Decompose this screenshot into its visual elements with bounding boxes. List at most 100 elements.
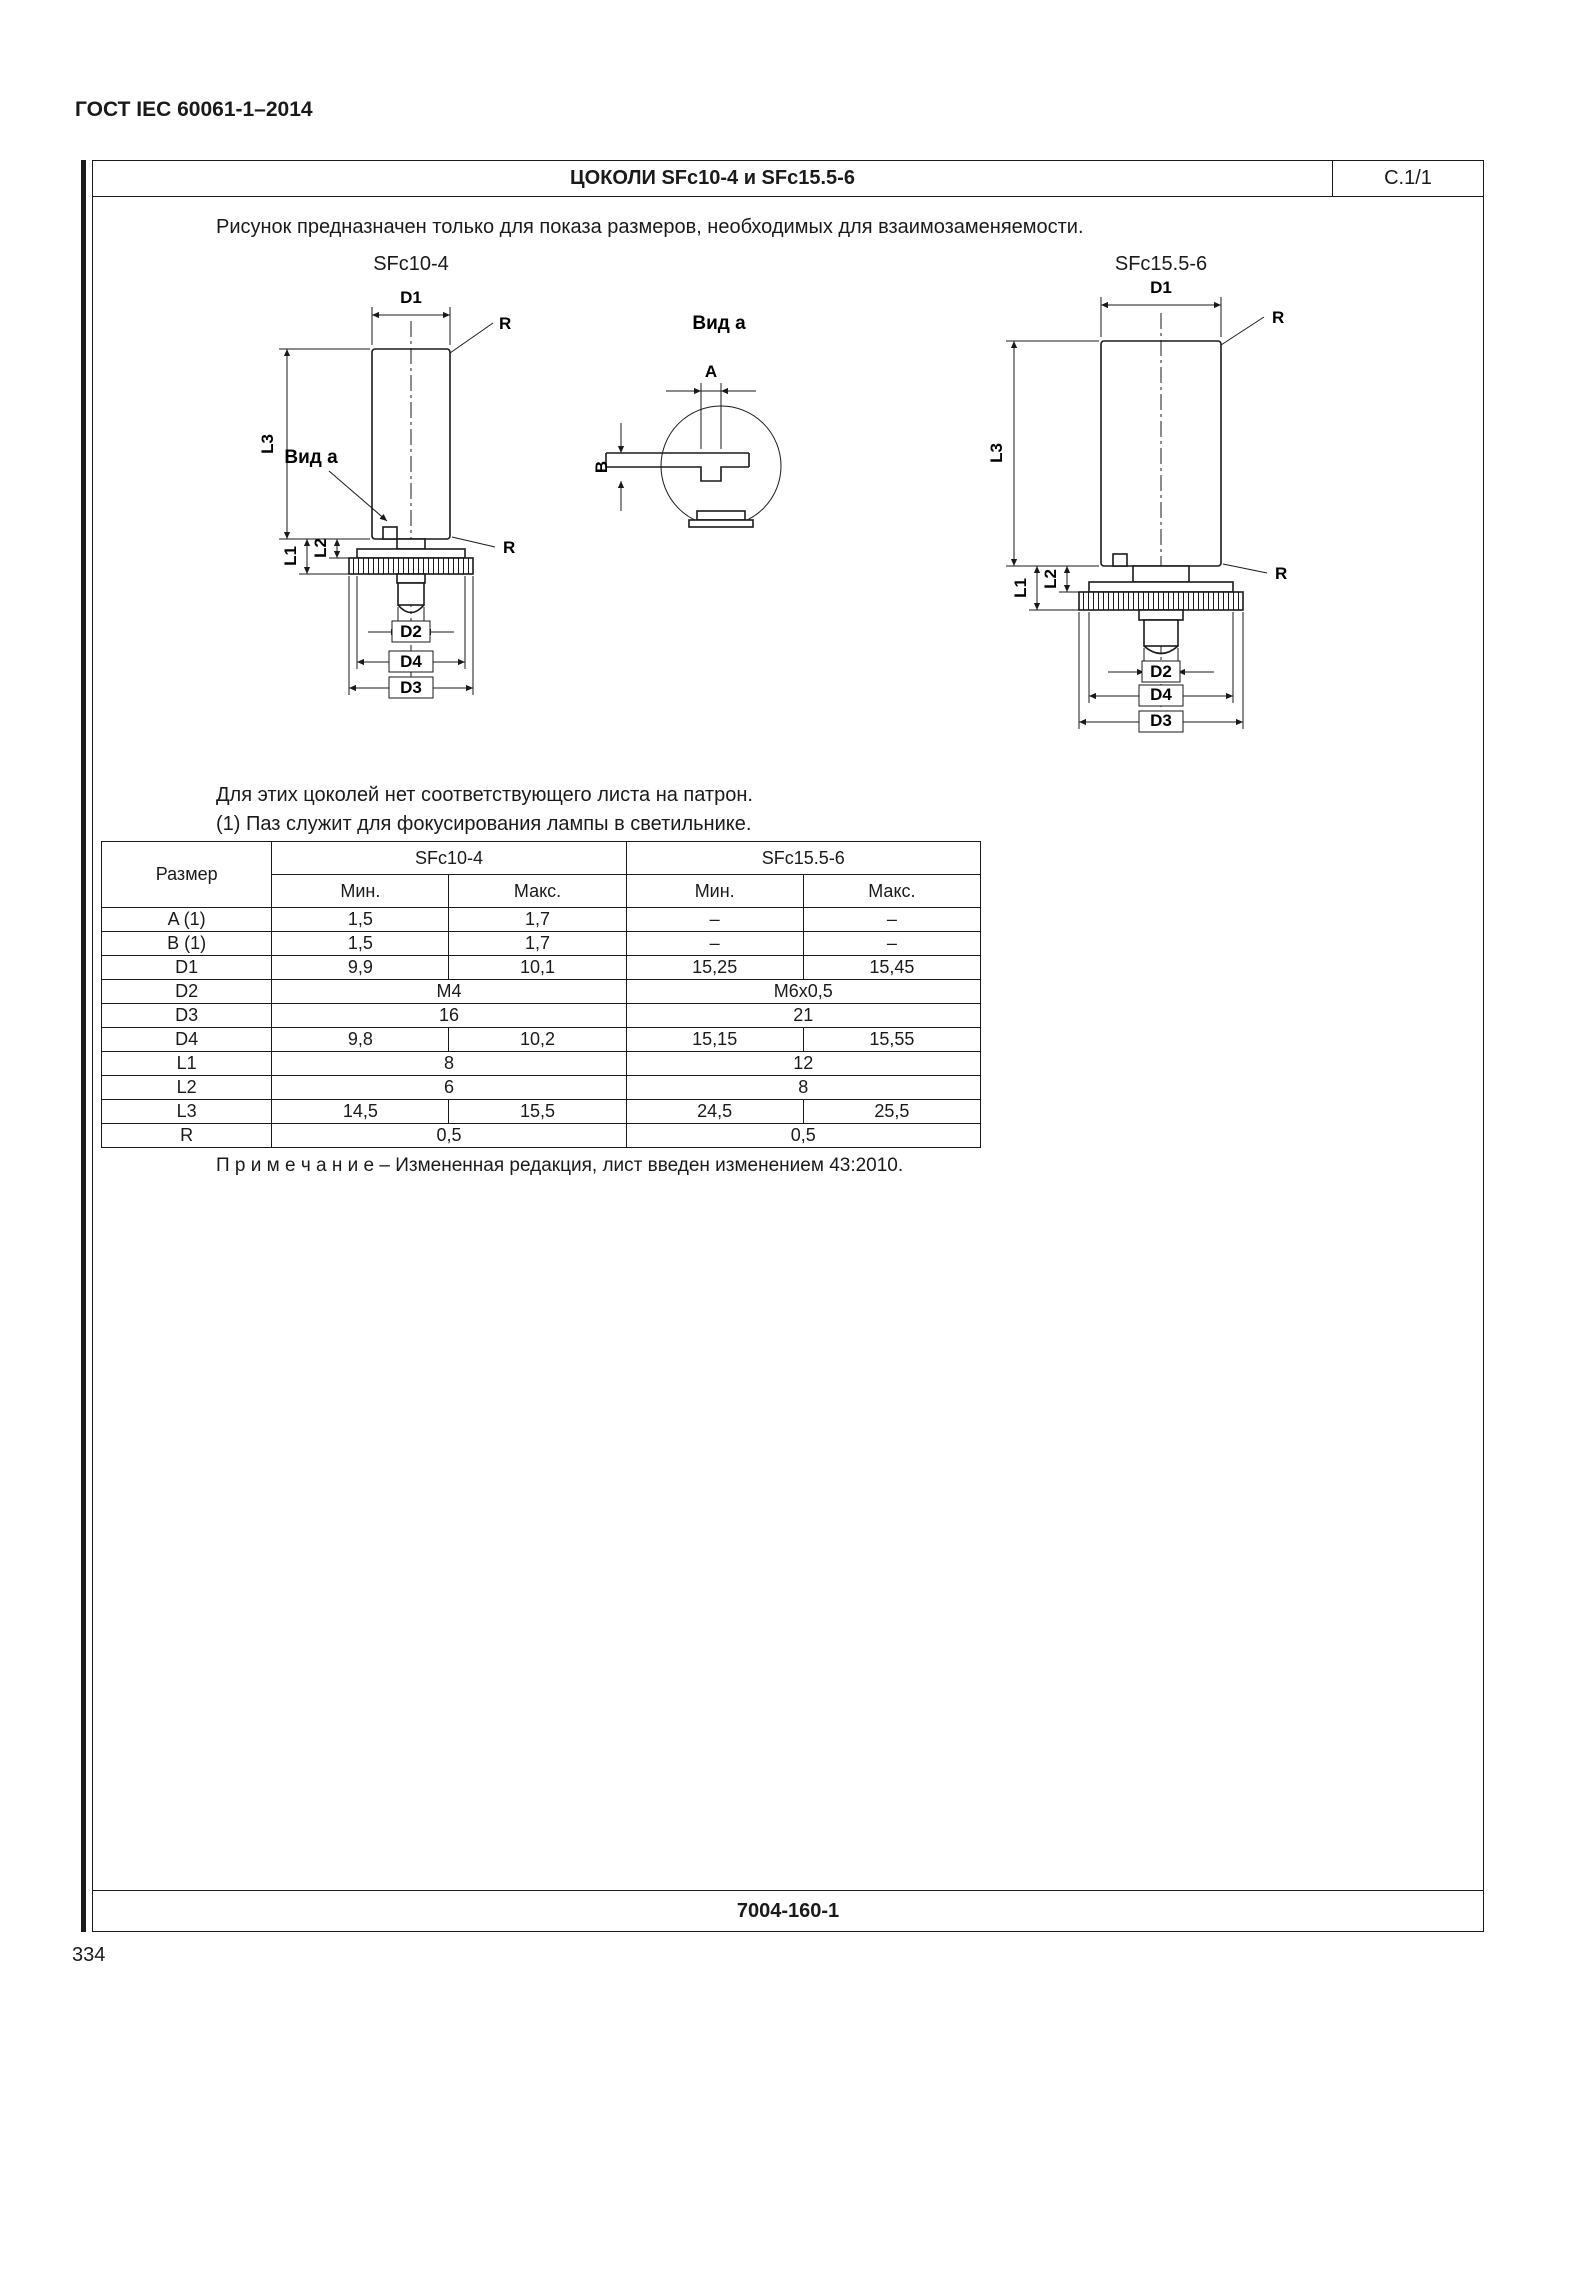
label-d1: D1 [400, 288, 422, 307]
knurled-ring [348, 557, 474, 575]
sheet-title: ЦОКОЛИ SFc10-4 и SFc15.5-6 [570, 167, 855, 189]
figure-title-sfc10-4: SFc10-4 [373, 253, 449, 275]
neck [396, 538, 426, 550]
dim-r-bottom: R [1222, 563, 1287, 583]
sheet-title-row: ЦОКОЛИ SFc10-4 и SFc15.5-6 С.1/1 [93, 161, 1483, 197]
row-value: M4 [271, 979, 627, 1004]
technical-drawing: D1 R L3 Вид а R [258, 278, 1287, 733]
label-r: R [1275, 564, 1287, 583]
subheader-min: Мин. [271, 874, 450, 908]
label-d3: D3 [400, 678, 422, 697]
row-value: 15,25 [625, 955, 804, 980]
row-value: 10,1 [448, 955, 627, 980]
dim-d3: D3 [1078, 612, 1244, 733]
flange-section [696, 510, 746, 521]
table-corner-header: Размер [100, 841, 273, 908]
threaded-stud [397, 582, 425, 606]
label-r: R [1272, 308, 1284, 327]
flange-disc [356, 548, 466, 559]
label-l2: L2 [1041, 569, 1060, 589]
label-l1: L1 [281, 546, 300, 566]
stud-tip [397, 604, 425, 614]
label-d2: D2 [1150, 662, 1172, 681]
row-value: 1,7 [448, 907, 627, 932]
row-value: 15,45 [802, 955, 982, 980]
row-value: 15,5 [448, 1099, 627, 1124]
label-b: B [592, 461, 611, 473]
subheader-max: Макс. [448, 874, 627, 908]
note-line-1: Для этих цоколей нет соответствующего ли… [216, 784, 753, 806]
stud-tip [1143, 645, 1179, 655]
row-value: 15,55 [802, 1027, 982, 1052]
flange-disc [1088, 581, 1234, 593]
row-value: – [802, 907, 982, 932]
dim-l1: L1 [281, 539, 349, 575]
row-value: – [625, 907, 804, 932]
neck [1132, 565, 1190, 583]
row-value: 21 [625, 1003, 982, 1028]
group-header-sfc15-5-6: SFc15.5-6 [625, 841, 982, 875]
row-value: 25,5 [802, 1099, 982, 1124]
flange-section-lower [688, 519, 754, 528]
row-size-name: D1 [100, 955, 273, 980]
page-number: 334 [72, 1944, 106, 1966]
group-header-sfc10-4: SFc10-4 [271, 841, 627, 875]
row-size-name: B (1) [100, 931, 273, 956]
focus-groove [382, 526, 398, 540]
threaded-stud [1143, 619, 1179, 647]
row-value: 9,8 [271, 1027, 450, 1052]
label-l3: L3 [258, 434, 277, 454]
row-size-name: L2 [100, 1075, 273, 1100]
dim-d4: D4 [1088, 612, 1234, 707]
dim-d3: D3 [348, 576, 474, 699]
dim-r-bottom: R [451, 536, 515, 557]
row-value: 1,5 [271, 907, 450, 932]
label-l2: L2 [311, 538, 330, 558]
knurled-ring [1078, 591, 1244, 611]
row-size-name: D4 [100, 1027, 273, 1052]
figure-title-sfc15-5-6: SFc15.5-6 [1114, 253, 1208, 275]
sheet-left-rule [81, 160, 86, 1932]
view-a-label: Вид а [284, 447, 338, 468]
dim-r-top: R [1220, 308, 1284, 346]
row-value: 16 [271, 1003, 627, 1028]
subheader-min: Мин. [625, 874, 804, 908]
label-d2: D2 [400, 622, 422, 641]
sheet-code: 7004-160-1 [736, 1899, 840, 1922]
label-l1: L1 [1011, 578, 1030, 598]
subheader-max: Макс. [802, 874, 982, 908]
collar [396, 573, 426, 584]
dim-l2: L2 [1041, 566, 1089, 593]
view-a-title: Вид а [692, 313, 746, 334]
row-value: – [802, 931, 982, 956]
row-value: 6 [271, 1075, 627, 1100]
sheet-page-ref: С.1/1 [1332, 161, 1483, 196]
row-value: – [625, 931, 804, 956]
row-value: 8 [625, 1075, 982, 1100]
figure-sfc15-5-6: D1 R L3 R L2 [987, 278, 1287, 733]
dim-b: B [592, 423, 625, 511]
row-value: 14,5 [271, 1099, 450, 1124]
note-line-2: (1) Паз служит для фокусирования лампы в… [216, 813, 752, 835]
sheet-footer: 7004-160-1 [93, 1890, 1483, 1931]
dim-l3: L3 [258, 348, 370, 540]
row-value: M6x0,5 [625, 979, 982, 1004]
row-size-name: L1 [100, 1051, 273, 1076]
dim-a: A [666, 362, 756, 449]
row-value: 1,5 [271, 931, 450, 956]
dimensions-table: Размер SFc10-4 SFc15.5-6 Мин. Макс. Мин.… [100, 841, 982, 1148]
dim-d1: D1 [371, 288, 451, 345]
focus-groove [1112, 553, 1128, 567]
label-a: A [705, 362, 717, 381]
row-value: 12 [625, 1051, 982, 1076]
row-value: 24,5 [625, 1099, 804, 1124]
figure-sfc10-4: D1 R L3 Вид а R [258, 288, 515, 699]
label-l3: L3 [987, 443, 1006, 463]
detail-view-a: Вид а A B [592, 313, 782, 528]
